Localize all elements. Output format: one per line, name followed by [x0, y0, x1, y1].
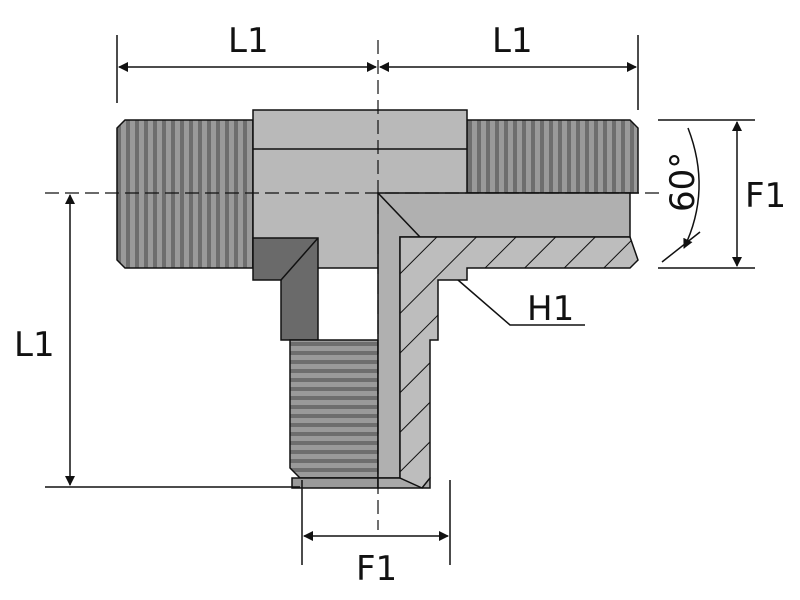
right-thread — [466, 119, 639, 194]
h1-leader — [457, 279, 585, 326]
bottom-thread — [289, 339, 379, 479]
label-l1-top-right: L1 — [492, 21, 533, 61]
left-thread — [116, 119, 254, 269]
inner-cone — [252, 237, 319, 341]
label-angle: 60° — [663, 152, 703, 212]
label-f1-bottom: F1 — [356, 549, 397, 589]
label-h1: H1 — [527, 289, 574, 329]
label-f1-right: F1 — [745, 176, 786, 216]
label-l1-vertical: L1 — [14, 325, 55, 365]
label-l1-top-left: L1 — [228, 21, 269, 61]
hatched-section — [399, 236, 639, 489]
angle-arc — [683, 127, 700, 249]
